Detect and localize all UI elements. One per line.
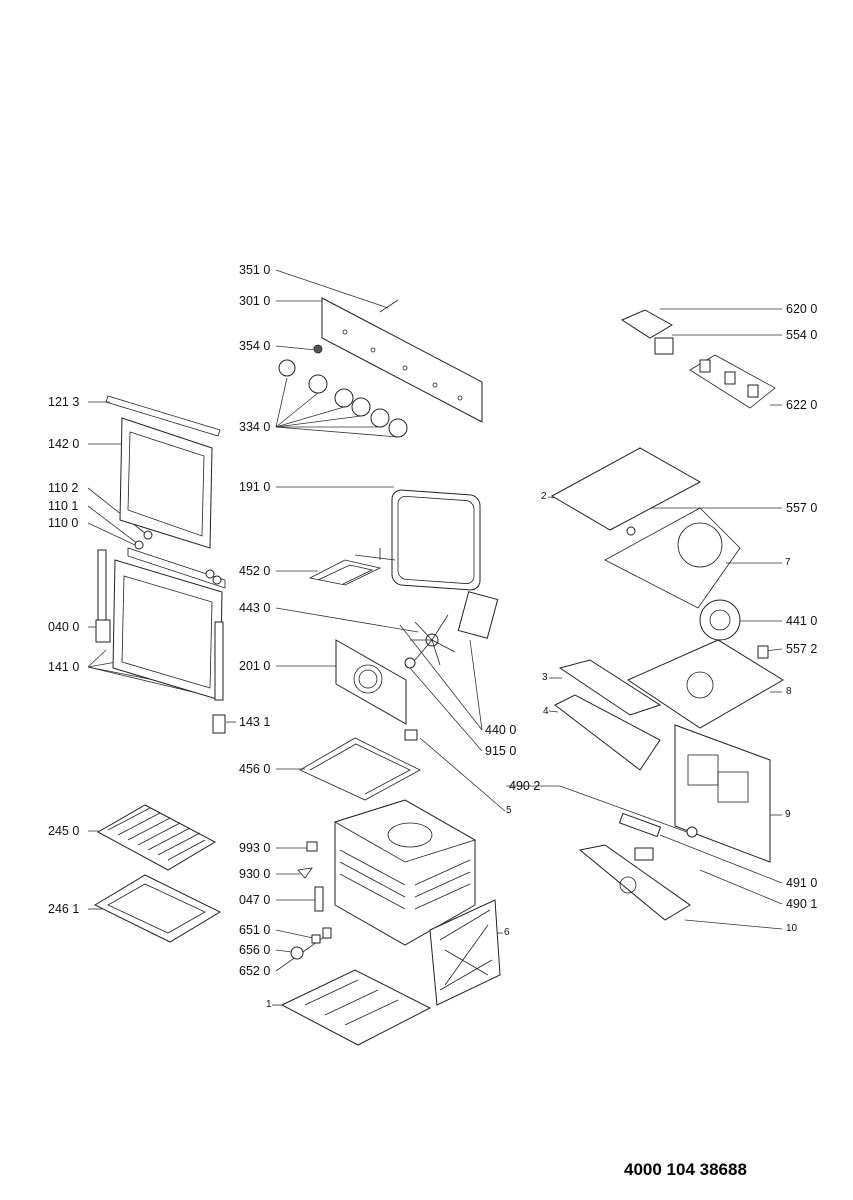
small-parts <box>290 841 332 960</box>
part-label: 915 0 <box>485 744 517 758</box>
part-label: 047 0 <box>239 893 271 907</box>
leader-line <box>275 406 345 428</box>
leader-line <box>87 505 139 545</box>
leader-line <box>548 710 559 713</box>
part-label: 110 0 <box>48 516 79 530</box>
callout-number: 1 <box>266 999 272 1010</box>
part-label: 993 0 <box>239 841 271 855</box>
part-label: 452 0 <box>239 564 271 578</box>
callout-number: 9 <box>785 809 791 820</box>
part-label: 652 0 <box>239 964 271 978</box>
leader-line <box>87 522 136 546</box>
leader-line <box>419 737 506 812</box>
part-label: 121 3 <box>48 395 80 409</box>
part-label: 354 0 <box>239 339 271 353</box>
bottom-heater-part <box>299 729 421 801</box>
callout-number: 5 <box>506 805 512 816</box>
part-label: 301 0 <box>239 294 271 308</box>
top-heater-part <box>308 548 396 586</box>
side-panel-part <box>429 899 501 1006</box>
leader-line <box>275 269 389 309</box>
part-label: 656 0 <box>239 943 271 957</box>
leader-line <box>469 639 483 731</box>
leader-line <box>275 345 317 351</box>
callout-number: 7 <box>785 557 791 568</box>
leader-line <box>409 667 483 752</box>
part-label: 651 0 <box>239 923 271 937</box>
leader-line <box>399 624 483 731</box>
leader-line <box>275 377 288 428</box>
part-label: 245 0 <box>48 824 80 838</box>
part-label: 554 0 <box>786 328 818 342</box>
callout-number: 2 <box>541 491 547 502</box>
part-label: 191 0 <box>239 480 271 494</box>
fan-blade-part <box>410 591 499 666</box>
part-label: 490 2 <box>509 779 541 793</box>
leader-line <box>275 426 399 438</box>
door-gasket-part <box>391 489 481 591</box>
callout-number: 3 <box>542 672 548 683</box>
rear-fan-cover-part <box>335 639 416 725</box>
part-label: 440 0 <box>485 723 517 737</box>
leader-line <box>275 607 419 633</box>
oven-cavity-part <box>334 799 476 946</box>
control-panel-part <box>321 297 483 423</box>
leader-line <box>275 929 314 939</box>
leader-line <box>275 415 362 428</box>
callout-number: 8 <box>786 686 792 697</box>
part-label: 557 2 <box>786 642 818 656</box>
part-label: 620 0 <box>786 302 818 316</box>
leader-line <box>559 785 696 836</box>
part-label: 456 0 <box>239 762 271 776</box>
part-label: 142 0 <box>48 437 80 451</box>
leader-line <box>275 392 319 428</box>
model-number: 4000 104 38688 <box>624 1160 747 1179</box>
part-label: 443 0 <box>239 601 271 615</box>
part-label: 141 0 <box>48 660 80 674</box>
part-label: 110 2 <box>48 481 79 495</box>
part-label: 930 0 <box>239 867 271 881</box>
part-label: 622 0 <box>786 398 818 412</box>
leader-line <box>659 834 783 884</box>
part-label: 143 1 <box>239 715 271 729</box>
part-label: 334 0 <box>239 420 271 434</box>
callout-number: 10 <box>786 923 798 934</box>
racks-part <box>93 804 222 943</box>
part-label: 557 0 <box>786 501 818 515</box>
part-label: 040 0 <box>48 620 80 634</box>
part-label: 351 0 <box>239 263 271 277</box>
leader-line <box>275 949 293 953</box>
callout-number: 6 <box>504 927 510 938</box>
part-label: 491 0 <box>786 876 818 890</box>
leader-line <box>699 869 783 905</box>
leader-line <box>684 919 783 930</box>
part-label: 441 0 <box>786 614 818 628</box>
knobs-part <box>278 344 408 438</box>
leader-line <box>87 487 147 535</box>
electrical-parts <box>550 309 784 921</box>
leader-line <box>87 649 107 668</box>
door-assembly-part <box>95 395 226 734</box>
bottom-plate-part <box>280 969 432 1046</box>
part-label: 110 1 <box>48 499 79 513</box>
part-label: 201 0 <box>239 659 271 673</box>
part-label: 490 1 <box>786 897 818 911</box>
part-label: 246 1 <box>48 902 80 916</box>
callout-number: 4 <box>543 706 549 717</box>
